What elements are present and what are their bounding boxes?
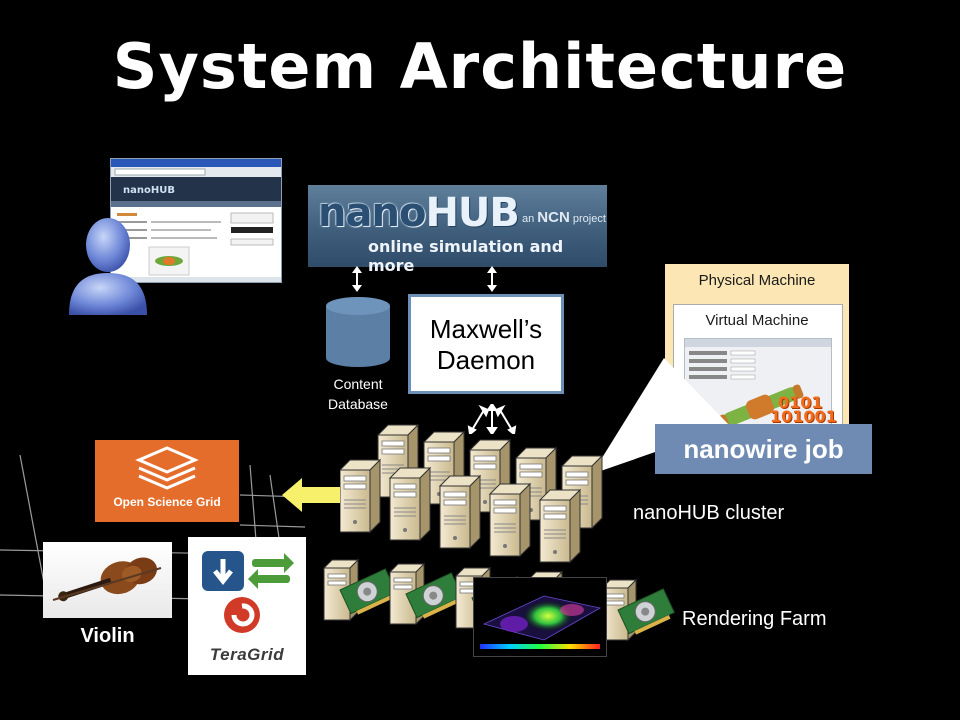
teragrid-label: TeraGrid (209, 645, 285, 664)
ncn-label: an NCN project (522, 209, 606, 226)
nanohub-logo: nanoHUB (318, 190, 520, 236)
rendered-visualization (473, 577, 607, 657)
simulation-window-screenshot (684, 338, 832, 432)
user-icon (63, 215, 153, 317)
physical-machine-label: Physical Machine (698, 272, 816, 289)
callout-pointer (592, 358, 730, 474)
open-science-grid-logo (95, 440, 239, 522)
double-arrow-icon (487, 266, 497, 292)
left-arrow-icon (282, 478, 342, 512)
teragrid-logo (188, 537, 306, 675)
rendering-farm-label: Rendering Farm (682, 608, 827, 630)
database-label: Content Database (328, 376, 388, 412)
browser-screenshot: nanoHUB (110, 158, 282, 283)
database-icon (325, 296, 391, 368)
fanout-arrows-icon (467, 404, 517, 434)
svg-text:nanoHUB: nanoHUB (123, 185, 175, 196)
banner-tagline: online simulation and more (368, 237, 564, 275)
slide-title: System Architecture (112, 30, 848, 103)
violin-label: Violin (80, 625, 135, 647)
maxwells-daemon-box: Maxwell’s Daemon (408, 294, 564, 394)
binary-bits: 0101 101001 (770, 393, 837, 426)
osg-label: Open Science Grid (113, 495, 221, 509)
nanohub-banner: nanoHUB online simulation and more an NC… (308, 185, 607, 275)
nanohub-cluster-label: nanoHUB cluster (633, 502, 785, 524)
virtual-machine-label: Virtual Machine (705, 312, 809, 329)
violin-image (43, 542, 172, 618)
double-arrow-icon (352, 266, 362, 292)
nanowire-job-label: nanowire job (655, 424, 872, 474)
